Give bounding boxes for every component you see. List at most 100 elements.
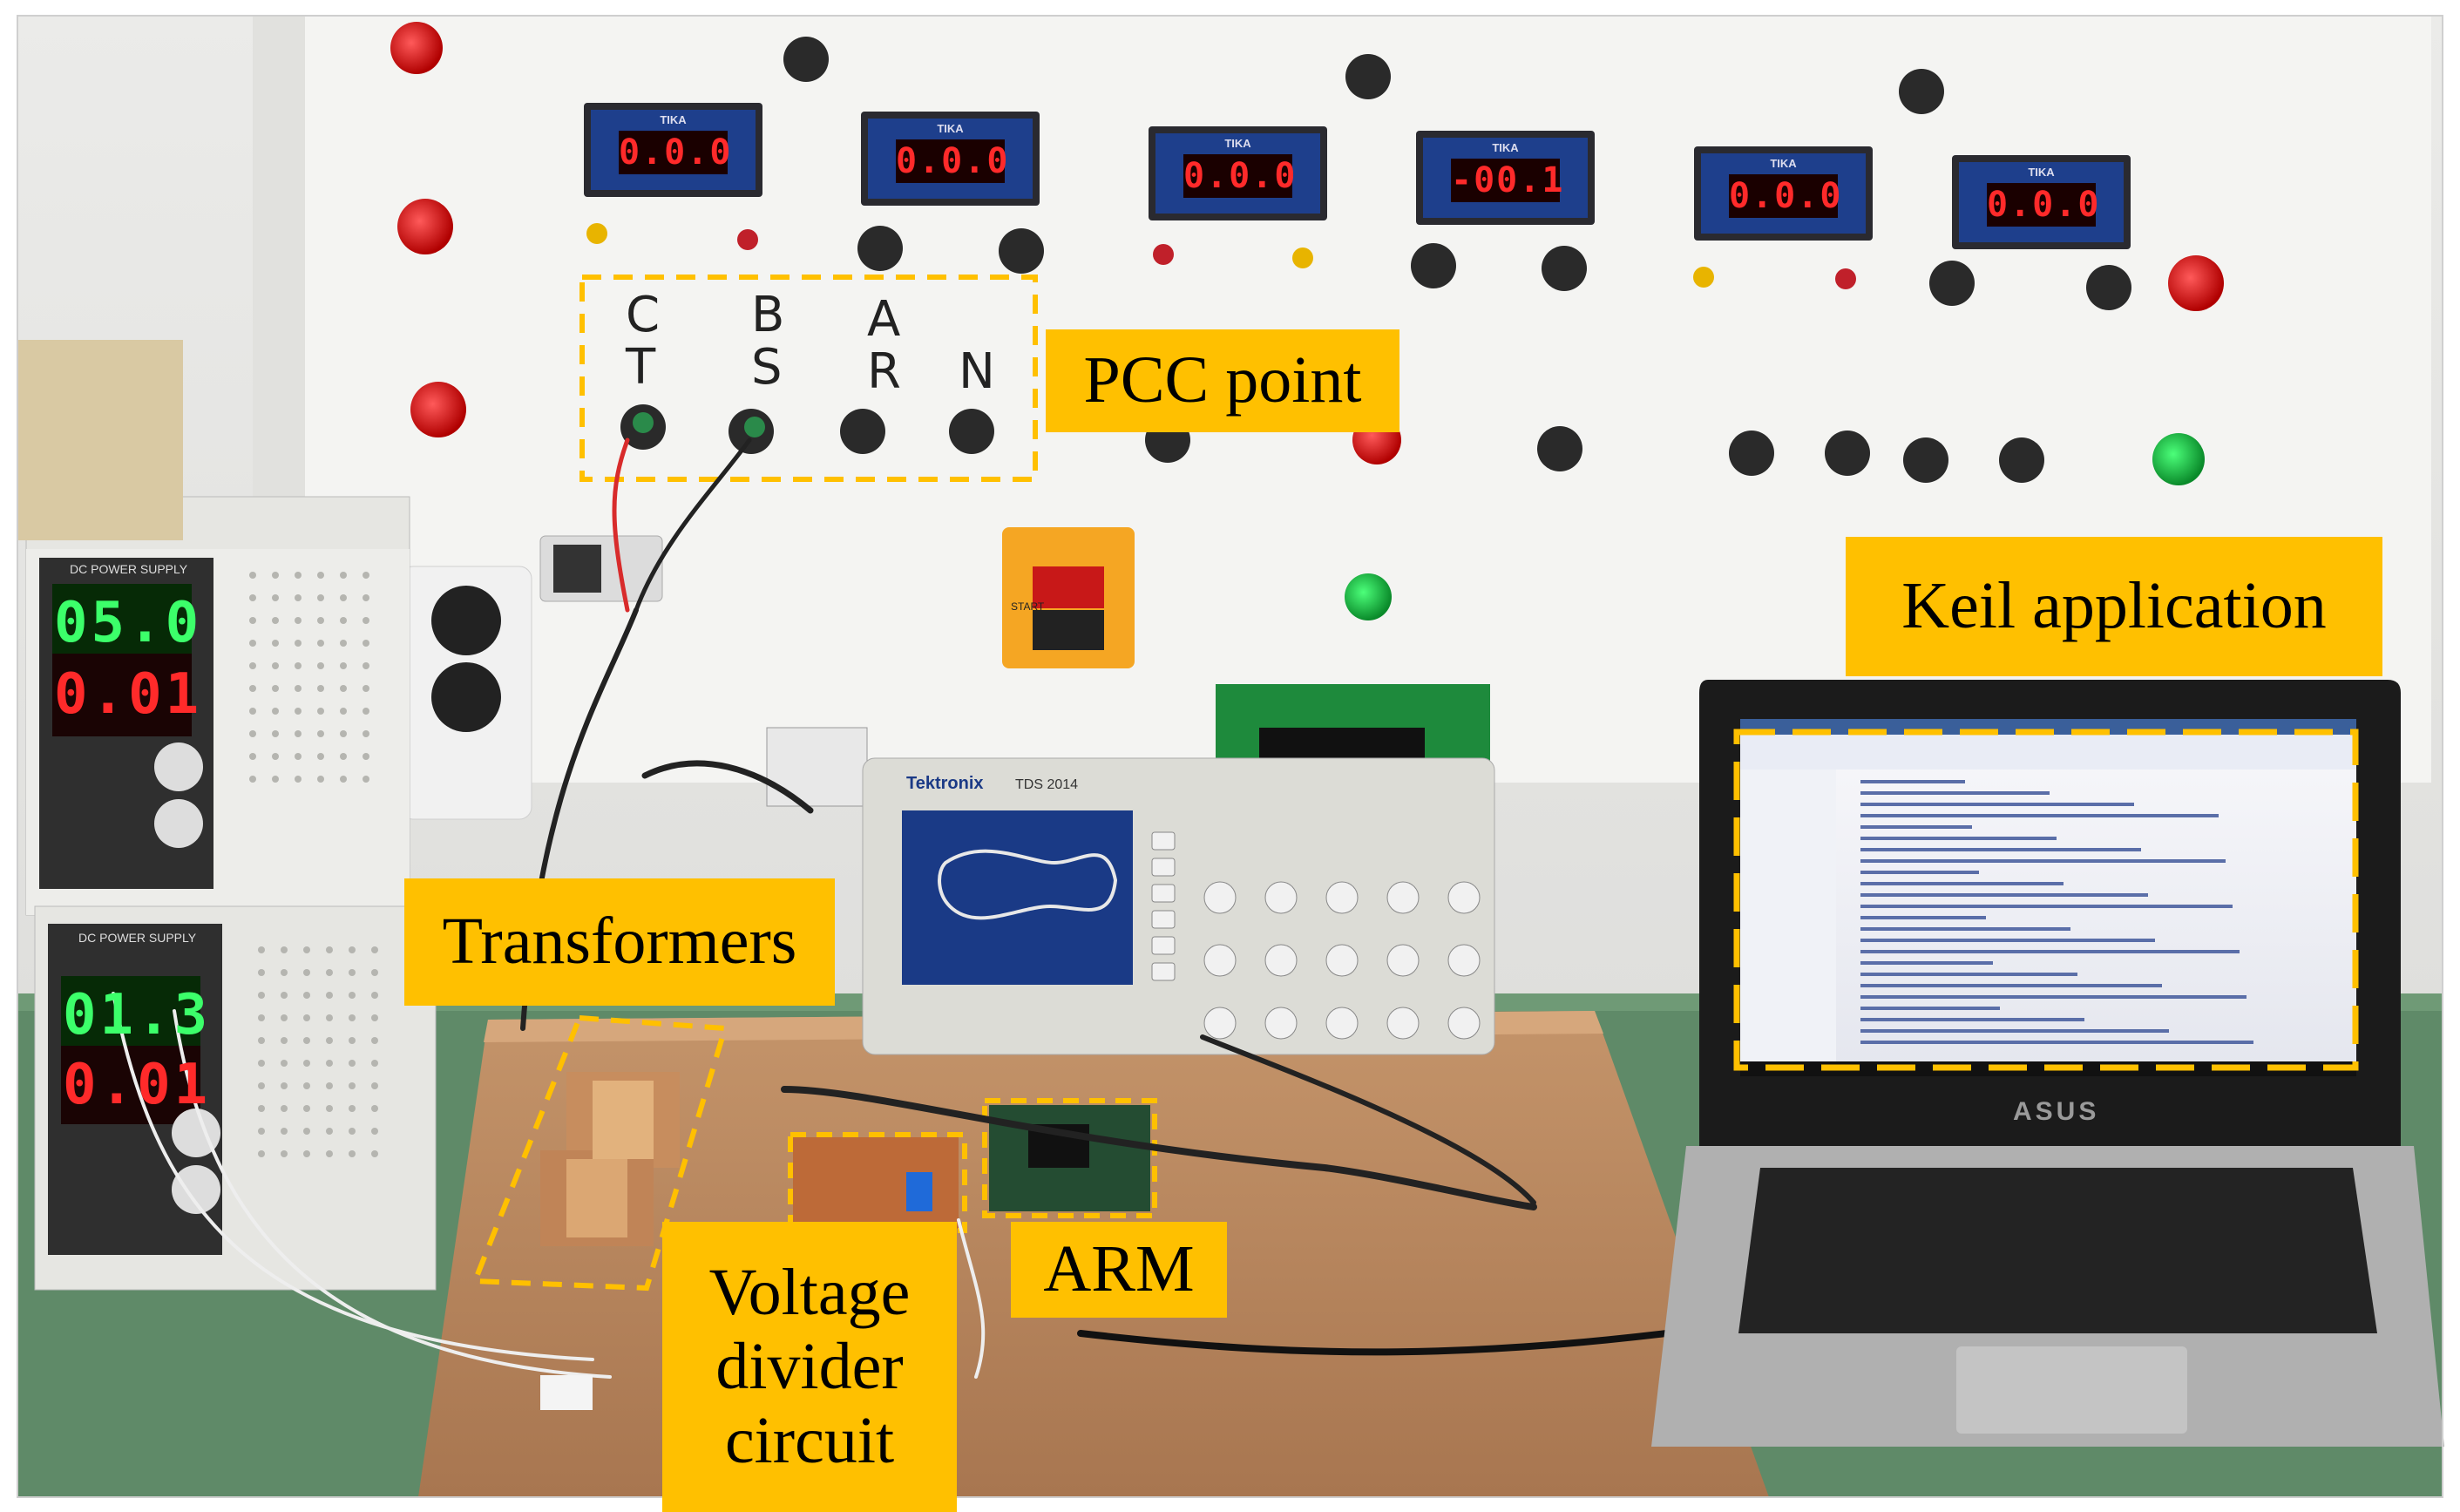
cables: [112, 437, 1738, 1379]
laptop-screen: [1740, 719, 2356, 1076]
scope-button: [1151, 858, 1176, 877]
scope-knob: [1264, 1007, 1298, 1040]
vent-hole: [363, 662, 369, 669]
meter-reading: -00.1: [1451, 160, 1565, 200]
relay-board: [17, 340, 183, 540]
phase-letter: A: [867, 291, 900, 348]
cable-tag: [540, 1375, 593, 1410]
meter-display: [896, 139, 1005, 183]
vent-hole: [326, 1150, 333, 1157]
vent-hole: [272, 617, 279, 624]
terminal-knob: [1899, 69, 1944, 114]
scope-knob: [1325, 881, 1359, 914]
transformers-label: Transformers: [404, 878, 835, 1006]
vent-hole: [326, 1014, 333, 1021]
vent-hole: [303, 1150, 310, 1157]
vent-hole: [272, 594, 279, 601]
vent-hole: [258, 1037, 265, 1044]
voltage-divider-line: circuit: [724, 1404, 895, 1478]
terminal-knob: [1929, 261, 1975, 306]
red-lamp: [2168, 255, 2224, 311]
scope-knob: [1203, 1007, 1237, 1040]
vent-hole: [249, 730, 256, 737]
vent-hole: [249, 685, 256, 692]
terminal-jack: [1835, 268, 1856, 289]
vent-hole: [340, 776, 347, 783]
meter-display: [619, 131, 728, 174]
vent-hole: [303, 1060, 310, 1067]
vent-hole: [349, 1128, 356, 1135]
vent-hole: [272, 776, 279, 783]
meter-brand: TIKA: [1224, 137, 1251, 150]
vent-hole: [326, 1082, 333, 1089]
start-switch: START: [1002, 527, 1135, 668]
meter-display: [1729, 174, 1838, 218]
start-label: START: [1011, 600, 1045, 613]
vent-hole: [295, 685, 302, 692]
terminal-jack: [1693, 267, 1714, 288]
vent-hole: [272, 572, 279, 579]
vent-hole: [249, 572, 256, 579]
code-line: [1860, 984, 2162, 987]
terminal-knob: [949, 409, 994, 454]
vent-hole: [317, 753, 324, 760]
vent-hole: [371, 1082, 378, 1089]
psu-lower-amps: 0.01: [63, 1053, 212, 1117]
voltage-divider-label: Voltage divider circuit: [662, 1222, 957, 1512]
vent-hole: [371, 1037, 378, 1044]
vent-hole: [317, 685, 324, 692]
vent-hole: [317, 662, 324, 669]
pcc-point-label: PCC point: [1046, 329, 1399, 432]
voltage-divider-line: Voltage: [708, 1255, 911, 1329]
scope-knob: [1447, 881, 1481, 914]
phase-letters: C B A T S R N: [625, 287, 995, 400]
terminal-knob: [1537, 426, 1582, 471]
vent-hole: [317, 594, 324, 601]
vent-hole: [349, 1105, 356, 1112]
code-line: [1860, 1007, 2000, 1010]
meter-brand: TIKA: [2028, 166, 2055, 179]
vent-hole: [317, 730, 324, 737]
terminal-knob: [840, 409, 885, 454]
keil-application-label: Keil application: [1846, 537, 2382, 676]
meter-reading: 0.0.0: [1987, 185, 2101, 225]
vent-hole: [249, 708, 256, 715]
scope-knob: [1264, 944, 1298, 977]
scope-knob: [1386, 881, 1420, 914]
phase-letter: C: [626, 287, 660, 343]
vent-hole: [303, 992, 310, 999]
psu-upper-header: DC POWER SUPPLY: [70, 562, 188, 576]
vent-hole: [363, 640, 369, 647]
scope-knob: [1203, 944, 1237, 977]
code-line: [1860, 939, 2155, 942]
code-line: [1860, 1029, 2169, 1033]
terminal-jack: [1292, 247, 1313, 268]
vent-hole: [349, 969, 356, 976]
vent-pattern: [249, 572, 378, 1157]
vent-hole: [340, 708, 347, 715]
vent-hole: [340, 753, 347, 760]
psu-lower-volts: 01.3: [63, 983, 212, 1048]
vent-hole: [371, 969, 378, 976]
vent-hole: [303, 1014, 310, 1021]
vent-hole: [303, 1082, 310, 1089]
vent-hole: [295, 776, 302, 783]
code-line: [1860, 837, 2057, 840]
code-line: [1860, 791, 2050, 795]
code-line: [1860, 871, 1979, 874]
vent-hole: [303, 1128, 310, 1135]
vent-hole: [371, 1105, 378, 1112]
vent-hole: [317, 617, 324, 624]
meter-brand: TIKA: [1492, 141, 1519, 154]
vent-hole: [340, 662, 347, 669]
vent-hole: [295, 730, 302, 737]
vent-hole: [326, 1037, 333, 1044]
terminal-knob: [857, 226, 903, 271]
breaker: [766, 727, 868, 807]
terminal-jack: [737, 229, 758, 250]
vent-hole: [258, 946, 265, 953]
meter-display: [1451, 159, 1560, 202]
vent-hole: [303, 946, 310, 953]
meter-brand: TIKA: [1770, 157, 1797, 170]
